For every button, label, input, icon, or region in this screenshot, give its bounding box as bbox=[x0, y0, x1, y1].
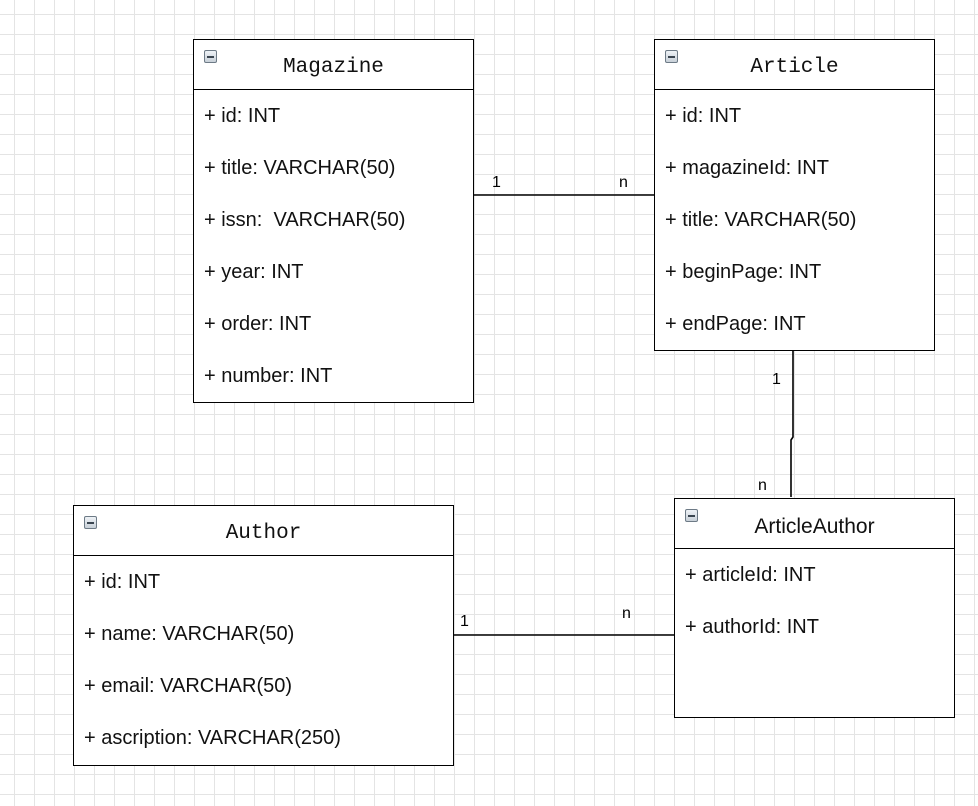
field-row: + number: INT bbox=[204, 365, 333, 387]
field-row: + issn: VARCHAR(50) bbox=[204, 209, 406, 231]
collapse-icon[interactable] bbox=[84, 516, 97, 529]
collapse-icon[interactable] bbox=[685, 509, 698, 522]
field-row: + email: VARCHAR(50) bbox=[84, 675, 293, 697]
entity-header: ArticleAuthor bbox=[675, 499, 954, 549]
field-row: + id: INT bbox=[204, 105, 281, 127]
field-list: + id: INT + title: VARCHAR(50) + issn: V… bbox=[194, 90, 473, 402]
entity-article[interactable]: Article + id: INT + magazineId: INT + ti… bbox=[654, 39, 935, 351]
entity-title: ArticleAuthor bbox=[754, 515, 875, 538]
multiplicity-articleauthor-side: n bbox=[622, 605, 631, 622]
field-row: + beginPage: INT bbox=[665, 261, 822, 283]
multiplicity-articleauthor-side: n bbox=[758, 477, 767, 494]
multiplicity-article-side: 1 bbox=[772, 371, 781, 388]
field-row: + title: VARCHAR(50) bbox=[665, 209, 857, 231]
collapse-icon[interactable] bbox=[204, 50, 217, 63]
field-row: + order: INT bbox=[204, 313, 312, 335]
entity-header: Magazine bbox=[194, 40, 473, 90]
field-row: + title: VARCHAR(50) bbox=[204, 157, 396, 179]
field-row: + year: INT bbox=[204, 261, 304, 283]
field-row: + endPage: INT bbox=[665, 313, 806, 335]
field-list: + id: INT + magazineId: INT + title: VAR… bbox=[655, 90, 934, 350]
field-row: + id: INT bbox=[84, 571, 161, 593]
field-row: + magazineId: INT bbox=[665, 157, 829, 179]
entity-title: Magazine bbox=[283, 56, 384, 79]
field-row: + id: INT bbox=[665, 105, 742, 127]
field-list: + id: INT + name: VARCHAR(50) + email: V… bbox=[74, 556, 453, 764]
field-row: + articleId: INT bbox=[685, 564, 816, 586]
multiplicity-article-side: n bbox=[619, 174, 628, 191]
field-row: + name: VARCHAR(50) bbox=[84, 623, 295, 645]
field-row: + authorId: INT bbox=[685, 616, 819, 638]
entity-title: Author bbox=[225, 522, 302, 545]
entity-header: Author bbox=[74, 506, 453, 556]
field-list: + articleId: INT + authorId: INT bbox=[675, 549, 954, 653]
multiplicity-author-side: 1 bbox=[460, 613, 469, 630]
entity-title: Article bbox=[750, 56, 839, 79]
entity-header: Article bbox=[655, 40, 934, 90]
collapse-icon[interactable] bbox=[665, 50, 678, 63]
relation-line-article-articleauthor bbox=[790, 350, 794, 497]
entity-magazine[interactable]: Magazine + id: INT + title: VARCHAR(50) … bbox=[193, 39, 474, 403]
entity-author[interactable]: Author + id: INT + name: VARCHAR(50) + e… bbox=[73, 505, 454, 766]
entity-articleauthor[interactable]: ArticleAuthor + articleId: INT + authorI… bbox=[674, 498, 955, 718]
field-row: + ascription: VARCHAR(250) bbox=[84, 727, 341, 749]
multiplicity-magazine-side: 1 bbox=[492, 174, 501, 191]
